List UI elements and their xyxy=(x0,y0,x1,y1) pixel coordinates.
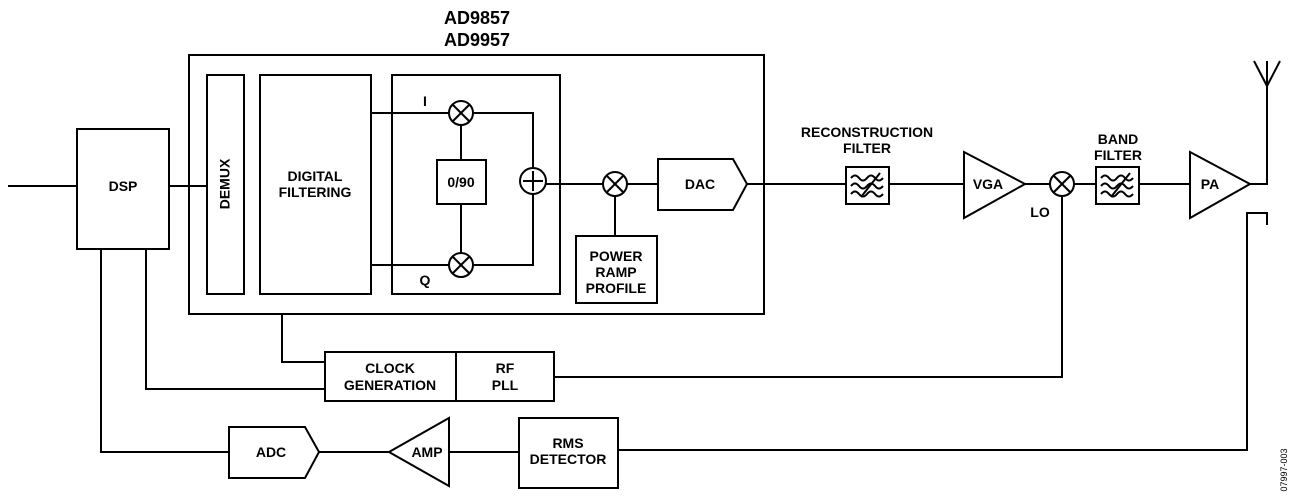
i-mixer-x2 xyxy=(452,104,470,122)
demux-block xyxy=(206,74,245,295)
i-to-summer-line xyxy=(473,112,534,169)
antenna-icon xyxy=(1253,60,1281,87)
clock-generation-block xyxy=(324,351,457,402)
clock-generation-label-2: GENERATION xyxy=(344,377,436,393)
lo-label: LO xyxy=(1030,204,1050,220)
amp-label: AMP xyxy=(411,444,442,460)
band-filter-icon xyxy=(1100,172,1134,198)
chip-title-line2: AD9957 xyxy=(444,30,510,50)
digital-filtering-block xyxy=(259,74,372,295)
vga-label: VGA xyxy=(973,176,1003,192)
dsp-to-clock-line xyxy=(145,249,325,390)
pll-to-lo-line xyxy=(554,196,1063,378)
output-mixer-x2 xyxy=(606,175,624,193)
demux-label: DEMUX xyxy=(217,158,233,209)
reconstruction-filter-label-1: RECONSTRUCTION xyxy=(801,124,933,140)
digital-filtering-label-1: DIGITAL xyxy=(288,168,343,184)
rf-pll-label-1: RF xyxy=(496,360,515,376)
q-label: Q xyxy=(420,272,431,288)
pa-block xyxy=(1189,150,1253,220)
band-filter-label-1: BAND xyxy=(1098,131,1138,147)
q-mixer-x2 xyxy=(452,256,470,274)
dac-block xyxy=(657,158,749,211)
power-ramp-label-1: POWER xyxy=(590,248,643,264)
rms-detector-label-2: DETECTOR xyxy=(530,451,607,467)
pa-to-antenna-line xyxy=(1250,68,1268,185)
band-filter-label-2: FILTER xyxy=(1094,147,1142,163)
coupler-feedback-line xyxy=(618,212,1268,451)
rms-detector-block xyxy=(518,417,619,489)
power-ramp-profile-block xyxy=(575,235,658,304)
rms-detector-label-1: RMS xyxy=(552,435,583,451)
chip-to-clock-line xyxy=(281,314,325,363)
reconstruction-filter-label-2: FILTER xyxy=(843,140,891,156)
rf-pll-label-2: PLL xyxy=(492,377,519,393)
dsp-label: DSP xyxy=(109,178,138,194)
chip-title-line1: AD9857 xyxy=(444,8,510,28)
digital-filtering-label-2: FILTERING xyxy=(279,184,352,200)
i-label: I xyxy=(423,93,427,109)
phase-shift-label: 0/90 xyxy=(447,174,474,190)
dsp-to-adc-line xyxy=(100,249,229,453)
phase-shift-block xyxy=(436,159,487,205)
adc-block xyxy=(228,426,321,479)
lo-mixer-x2 xyxy=(1053,175,1071,193)
pa-label: PA xyxy=(1201,176,1219,192)
vga-block xyxy=(963,150,1028,220)
q-to-summer-line xyxy=(473,194,534,266)
figure-id: 07997-003 xyxy=(1279,448,1289,491)
power-ramp-label-3: PROFILE xyxy=(586,280,647,296)
power-ramp-label-2: RAMP xyxy=(595,264,636,280)
dsp-block xyxy=(76,128,170,250)
rf-pll-block xyxy=(455,351,555,402)
clock-generation-label-1: CLOCK xyxy=(365,360,415,376)
adc-label: ADC xyxy=(256,444,286,460)
dac-label: DAC xyxy=(685,176,715,192)
reconstruction-filter-icon xyxy=(850,172,884,198)
